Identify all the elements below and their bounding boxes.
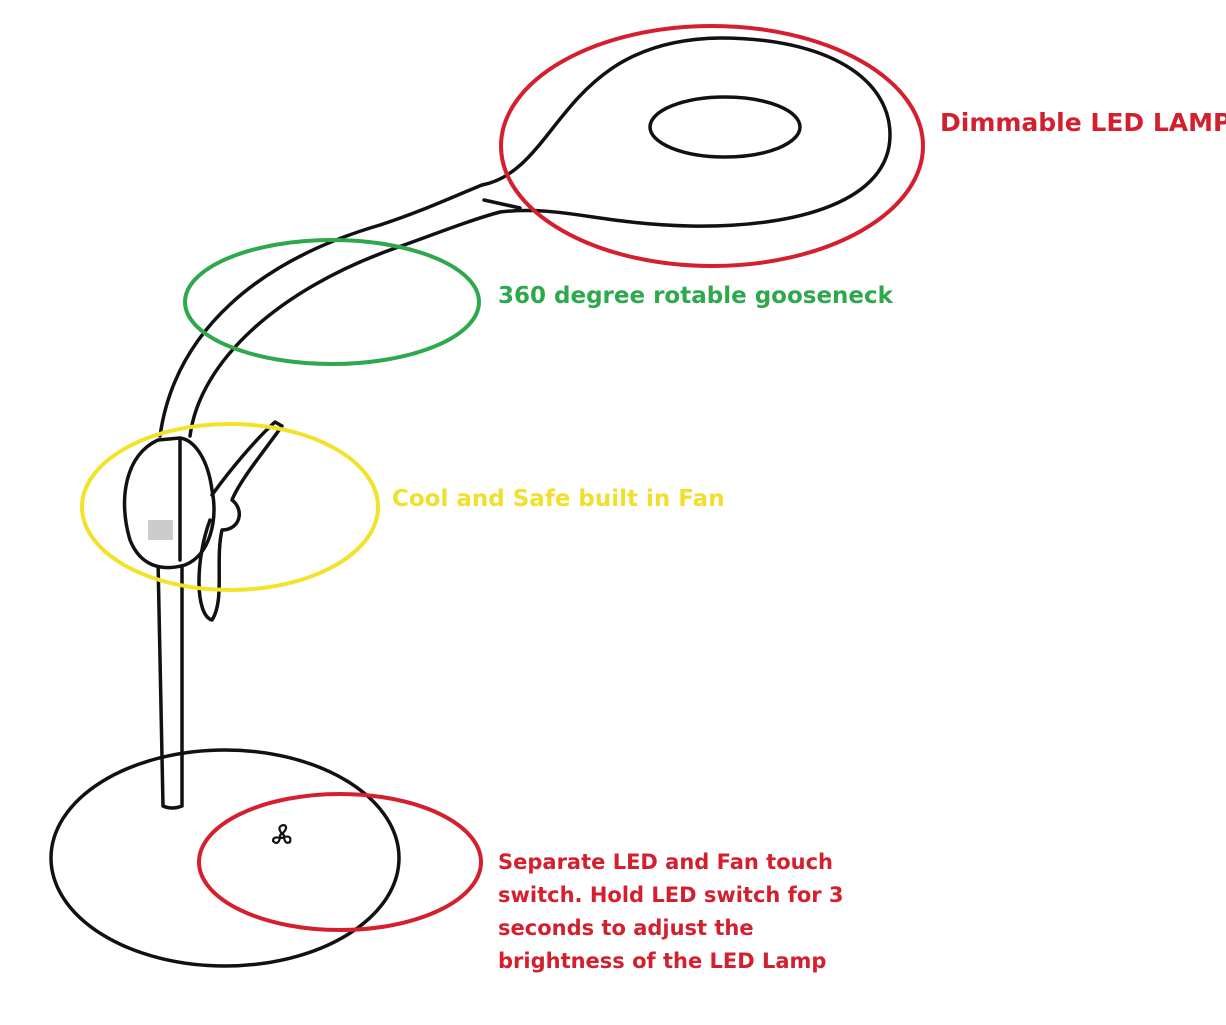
switch-label-line: brightness of the LED Lamp	[498, 949, 827, 973]
fan-housing	[122, 436, 216, 570]
lamp-head	[480, 36, 892, 228]
led-panel	[648, 95, 802, 159]
lamp-highlight-ellipse	[499, 24, 925, 268]
lamp-pole	[156, 558, 184, 810]
fan-icon	[271, 823, 292, 845]
switch-highlight-ellipse	[197, 792, 483, 932]
switch-label: Separate LED and Fan touch switch. Hold …	[498, 846, 844, 978]
gooseneck-highlight-ellipse	[183, 238, 481, 366]
fan-highlight-ellipse	[80, 422, 380, 592]
gooseneck-label: 360 degree rotable gooseneck	[498, 283, 893, 309]
lamp-base	[49, 748, 401, 968]
gooseneck	[158, 183, 502, 438]
fan-label: Cool and Safe built in Fan	[392, 486, 725, 512]
switch-label-line: switch. Hold LED switch for 3	[498, 883, 844, 907]
lamp-label: Dimmable LED LAMP	[940, 108, 1226, 137]
switch-label-line: Separate LED and Fan touch	[498, 850, 833, 874]
switch-label-line: seconds to adjust the	[498, 916, 754, 940]
